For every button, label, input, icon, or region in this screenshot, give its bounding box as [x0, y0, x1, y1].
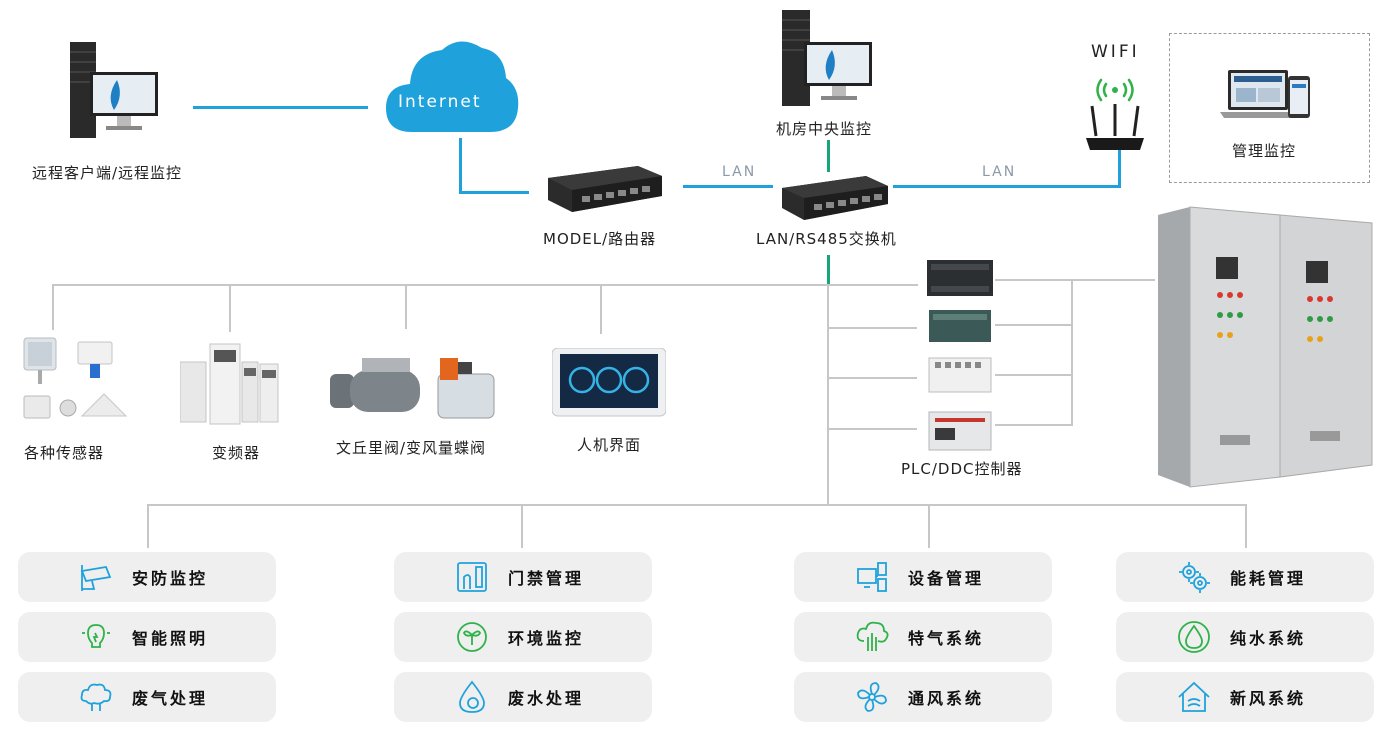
system-card-equipment[interactable]: 设备管理 — [794, 552, 1052, 602]
system-card-lighting[interactable]: 智能照明 — [18, 612, 276, 662]
house-icon — [1176, 679, 1212, 715]
laptop-phone-icon — [1218, 66, 1314, 130]
internet-cloud-icon — [382, 32, 522, 138]
camera-icon — [78, 559, 114, 595]
system-card-label: 废水处理 — [508, 689, 585, 708]
valve-icon — [328, 352, 500, 422]
gear-icon — [1176, 559, 1212, 595]
system-card-wastewater[interactable]: 废水处理 — [394, 672, 652, 722]
gas-icon — [854, 619, 890, 655]
system-card-ventilation[interactable]: 通风系统 — [794, 672, 1052, 722]
fan-icon — [854, 679, 890, 715]
central-computer-icon — [772, 8, 882, 112]
system-card-label: 门禁管理 — [508, 569, 585, 588]
system-card-label: 安防监控 — [132, 569, 209, 588]
bulb-icon — [78, 619, 114, 655]
router-label: MODEL/路由器 — [543, 230, 657, 248]
link-internet-router-v — [459, 138, 462, 194]
internet-label: Internet — [398, 92, 482, 112]
link-switch-wifi-h — [893, 185, 1121, 188]
wifi-router-icon — [1082, 74, 1148, 154]
system-card-security[interactable]: 安防监控 — [18, 552, 276, 602]
drop-icon — [1176, 619, 1212, 655]
link-router-switch — [683, 185, 773, 188]
valve-label: 文丘里阀/变风量蝶阀 — [336, 439, 487, 457]
plc-label: PLC/DDC控制器 — [901, 460, 1023, 478]
leaf-icon — [454, 619, 490, 655]
field-bus — [52, 284, 918, 286]
system-card-label: 设备管理 — [908, 569, 985, 588]
switch-icon — [774, 170, 894, 226]
system-card-label: 环境监控 — [508, 629, 585, 648]
system-card-fresh-air[interactable]: 新风系统 — [1116, 672, 1374, 722]
control-cabinet-icon — [1150, 205, 1380, 490]
water-icon — [454, 679, 490, 715]
management-box — [1169, 33, 1370, 183]
inverter-icon — [180, 342, 280, 426]
remote-client-label: 远程客户端/远程监控 — [32, 164, 183, 182]
system-card-environment[interactable]: 环境监控 — [394, 612, 652, 662]
system-card-access[interactable]: 门禁管理 — [394, 552, 652, 602]
central-label: 机房中央监控 — [776, 120, 873, 138]
system-card-label: 新风系统 — [1230, 689, 1307, 708]
lan-label-1: LAN — [722, 164, 757, 180]
link-internet-router-h — [459, 191, 529, 194]
main-trunk — [827, 284, 829, 506]
system-card-pure-water[interactable]: 纯水系统 — [1116, 612, 1374, 662]
wifi-label: WIFI — [1091, 42, 1140, 62]
remote-computer-icon — [62, 40, 172, 145]
system-card-label: 纯水系统 — [1230, 629, 1307, 648]
hmi-label: 人机界面 — [577, 436, 642, 454]
access-icon — [454, 559, 490, 595]
link-switch-wifi-v — [1118, 150, 1121, 188]
system-bus — [147, 504, 1247, 506]
system-card-label: 能耗管理 — [1230, 569, 1307, 588]
link-central-switch — [827, 140, 830, 172]
plc-module-3-icon — [925, 354, 997, 396]
system-card-label: 通风系统 — [908, 689, 985, 708]
link-remote-internet — [193, 106, 368, 109]
lan-label-2: LAN — [982, 164, 1017, 180]
device-icon — [854, 559, 890, 595]
system-card-special-gas[interactable]: 特气系统 — [794, 612, 1052, 662]
switch-label: LAN/RS485交换机 — [756, 230, 897, 248]
system-card-energy[interactable]: 能耗管理 — [1116, 552, 1374, 602]
plc-module-1-icon — [925, 256, 997, 300]
system-card-label: 智能照明 — [132, 629, 209, 648]
sensors-label: 各种传感器 — [24, 444, 105, 462]
sensors-icon — [18, 334, 130, 426]
plc-module-2-icon — [925, 306, 997, 346]
system-card-label: 特气系统 — [908, 629, 985, 648]
system-card-exhaust[interactable]: 废气处理 — [18, 672, 276, 722]
hmi-icon — [552, 348, 666, 418]
inverter-label: 变频器 — [212, 444, 261, 462]
link-switch-bus — [827, 255, 830, 285]
management-label: 管理监控 — [1232, 142, 1297, 160]
smoke-icon — [78, 679, 114, 715]
router-icon — [538, 160, 668, 218]
plc-module-4-icon — [925, 408, 997, 454]
system-card-label: 废气处理 — [132, 689, 209, 708]
